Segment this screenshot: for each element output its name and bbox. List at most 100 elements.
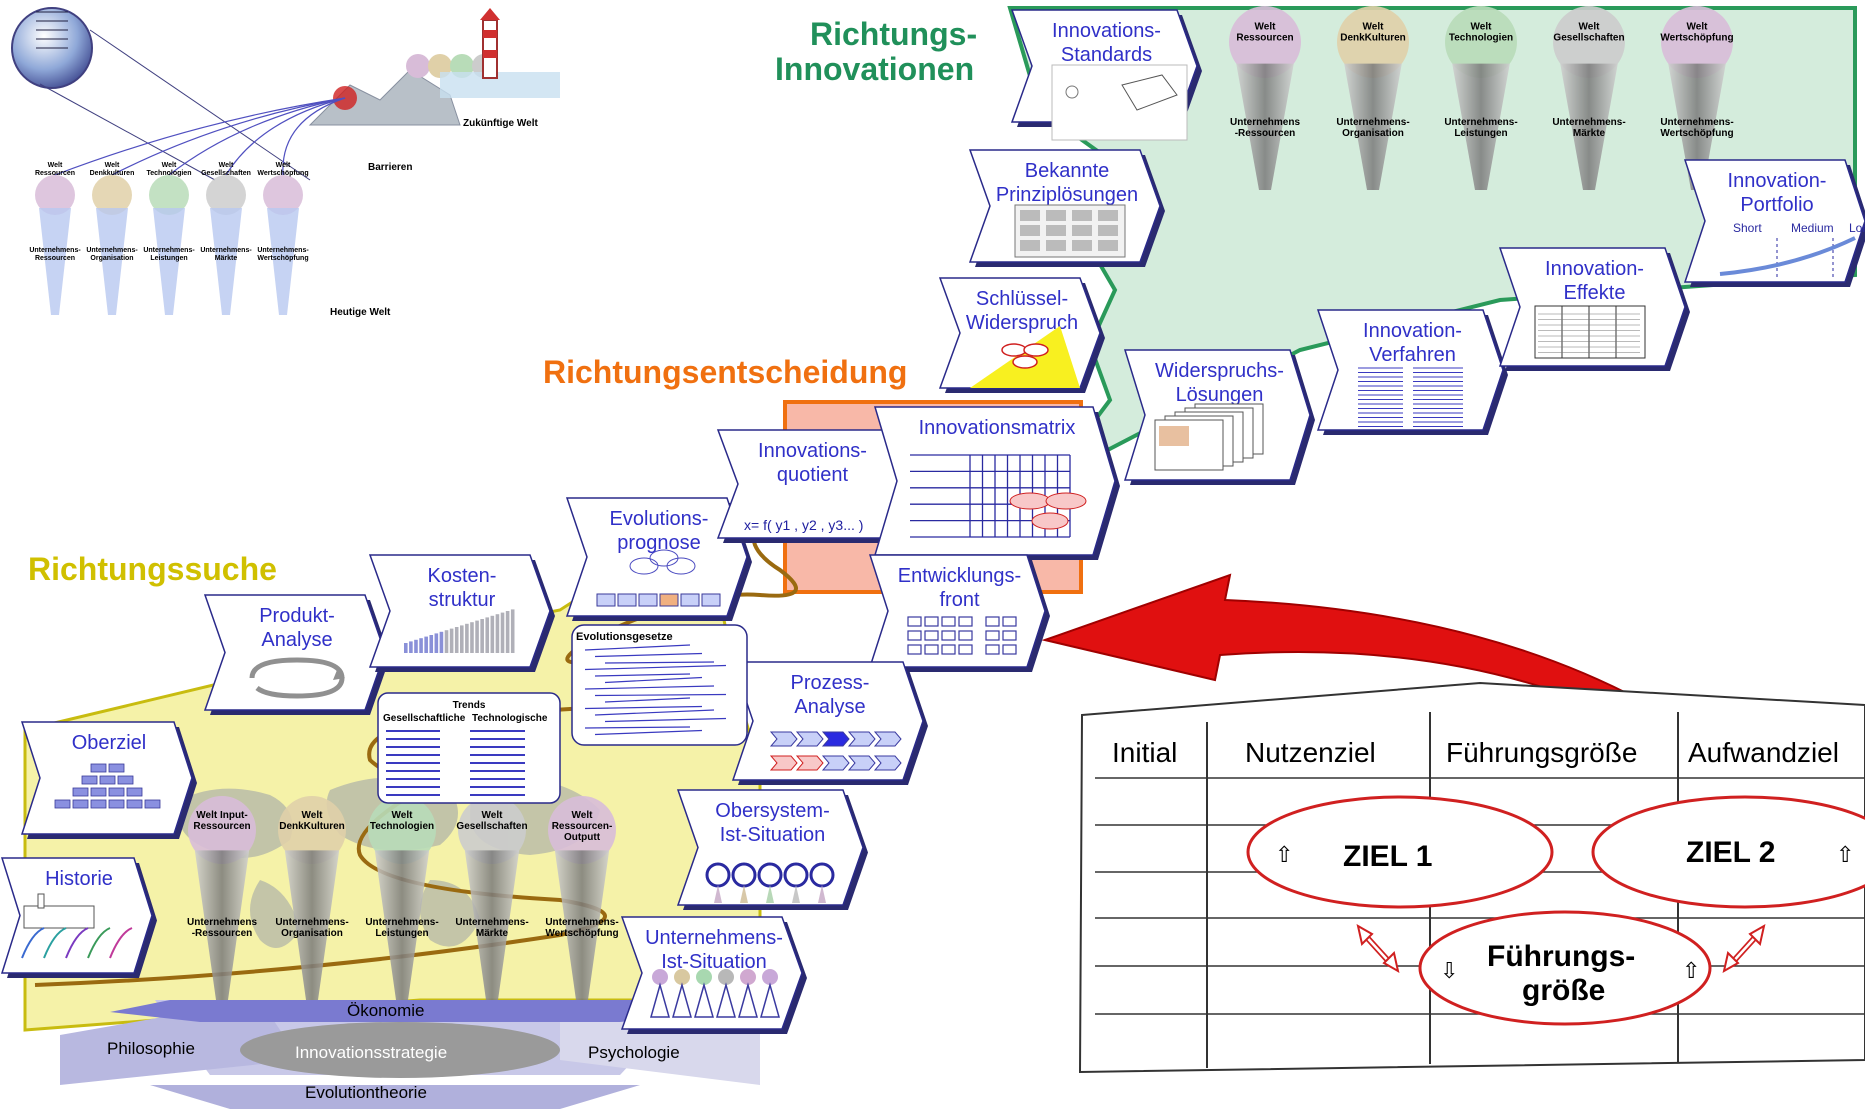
fuehrung-ellipse	[1418, 910, 1712, 1026]
company-cone-label: -Ressourcen	[1235, 128, 1296, 139]
world-cone-label: DenkKulturen	[279, 821, 345, 832]
process-chain-icon	[769, 731, 902, 771]
development-front-icon	[907, 616, 1017, 655]
inset-barriers-label: Barrieren	[368, 162, 412, 173]
inset-company-label: Unternehmens-	[29, 247, 81, 254]
obersystem-icon	[705, 862, 835, 903]
world-cone-label: Outputt	[564, 832, 601, 843]
inset-world-label: Ressourcen	[35, 170, 75, 177]
inset-company-label: Leistungen	[150, 255, 187, 262]
inset-world-label: Welt	[219, 162, 234, 169]
factory-icon	[21, 893, 133, 959]
company-cone-label: Organisation	[281, 928, 343, 939]
step-effekte-label: Effekte	[1564, 282, 1626, 304]
company-cone-label: Märkte	[1573, 128, 1606, 139]
world-cone-label: Ressourcen	[193, 821, 250, 832]
world-cone-label: Welt	[302, 810, 324, 821]
step-shape	[731, 661, 924, 781]
step-kosten-label: Kosten-	[428, 565, 497, 587]
world-cone-label: Welt	[392, 810, 414, 821]
company-cone-label: Unternehmens-	[365, 917, 438, 928]
section-title-innovation-2: Innovationen	[775, 51, 974, 87]
table-header-aufwandziel: Aufwandziel	[1688, 737, 1839, 768]
step-quotient-label: Innovations-	[758, 440, 867, 462]
inset-world-label: Gesellschaften	[201, 170, 251, 177]
standards-drawing-icon	[1051, 64, 1188, 141]
ziel1-up-icon: ⇧	[1275, 842, 1293, 867]
company-cone-label: Unternehmens-	[275, 917, 348, 928]
step-verfahren: Innovation-Verfahren	[1316, 309, 1508, 435]
step-kosten: Kosten-struktur	[368, 554, 555, 672]
inset-cone-4: WeltWertschöpfungUnternehmens-Wertschöpf…	[257, 162, 309, 315]
world-cone-1: WeltDenkKulturenUnternehmens-Organisatio…	[275, 796, 349, 1000]
world-cone-label: Welt	[1471, 21, 1493, 32]
step-evolution-label: Evolutions-	[610, 508, 709, 530]
step-prozess: Prozess-Analyse	[731, 661, 928, 785]
solutions-stack-icon	[1154, 403, 1264, 471]
step-widerspruch-label: Widerspruch	[966, 312, 1078, 334]
company-cone-label: Unternehmens	[187, 917, 257, 928]
step-historie-label: Historie	[45, 868, 113, 890]
company-cone-label: Unternehmens-	[1336, 117, 1409, 128]
step-shape	[368, 554, 551, 668]
evolution-laws-box: Evolutionsgesetze	[571, 624, 748, 746]
fuehrung-down-icon: ⇩	[1440, 958, 1458, 983]
principle-sheet-icon	[1014, 204, 1126, 258]
table-header-nutzenziel: Nutzenziel	[1245, 737, 1376, 768]
inset-world-label: Welt	[48, 162, 63, 169]
company-cone-label: Leistungen	[1454, 128, 1507, 139]
company-cone-label: -Ressourcen	[192, 928, 253, 939]
inset-company-label: Unternehmens-	[143, 247, 195, 254]
foundation-strategie: Innovationsstrategie	[295, 1043, 447, 1062]
step-obersystem: Obersystem-Ist-Situation	[676, 789, 868, 910]
step-standards-label: Innovations-	[1052, 20, 1161, 42]
step-prozess-label: Prozess-	[791, 672, 870, 694]
step-entwicklung-label: Entwicklungs-	[898, 565, 1021, 587]
feedback-arrow	[1041, 573, 1641, 701]
foundation-evolution: Evolutiontheorie	[305, 1083, 427, 1102]
world-cone-label: Ressourcen-	[552, 821, 613, 832]
world-cone-0: Welt Input-RessourcenUnternehmens-Ressou…	[187, 796, 257, 1000]
inset-company-label: Märkte	[215, 255, 238, 262]
world-cone-label: Welt	[1255, 21, 1277, 32]
step-quotient-label: quotient	[777, 464, 849, 486]
section-title-decision: Richtungsentscheidung	[543, 354, 907, 390]
company-cone-label: Unternehmens-	[545, 917, 618, 928]
step-unternehmen-label: Ist-Situation	[661, 951, 767, 973]
company-cone-label: Märkte	[476, 928, 509, 939]
lighthouse-icon	[480, 8, 500, 79]
top-world-cones: WeltRessourcenUnternehmens-RessourcenWel…	[1229, 6, 1734, 190]
inset-company-label: Unternehmens-	[200, 247, 252, 254]
step-entwicklung: Entwicklungs-front	[868, 554, 1050, 672]
world-cone-label: Welt	[1687, 21, 1709, 32]
step-historie: Historie	[0, 857, 157, 978]
world-cone-label: Wertschöpfung	[1660, 32, 1733, 43]
step-prinzip-label: Prinziplösungen	[996, 184, 1138, 206]
inset-world-label: Denkkulturen	[90, 170, 135, 177]
evolution-icon	[596, 549, 721, 607]
inset-today-label: Heutige Welt	[330, 307, 391, 318]
step-loesungen: Widerspruchs-Lösungen	[1123, 349, 1315, 485]
innovation-matrix-grid	[910, 454, 1087, 538]
step-verfahren-label: Verfahren	[1369, 344, 1456, 366]
procedure-list-icon	[1358, 367, 1463, 427]
evolution-laws-title: Evolutionsgesetze	[576, 631, 673, 643]
company-cone-label: Unternehmens-	[1444, 117, 1517, 128]
step-obersystem-label: Ist-Situation	[720, 824, 826, 846]
process-steps: HistorieOberzielProdukt-AnalyseKosten-st…	[0, 9, 1865, 1034]
step-portfolio-label: Innovation-	[1728, 170, 1827, 192]
fuehrung-label-2: größe	[1522, 974, 1605, 1007]
world-cone-label: Welt	[572, 810, 594, 821]
world-cone-label: Welt	[1363, 21, 1385, 32]
trends-col1: Gesellschaftliche	[383, 713, 466, 724]
step-shape	[620, 916, 803, 1030]
inset-company-label: Ressourcen	[35, 255, 75, 262]
table-header-initial: Initial	[1112, 737, 1177, 768]
